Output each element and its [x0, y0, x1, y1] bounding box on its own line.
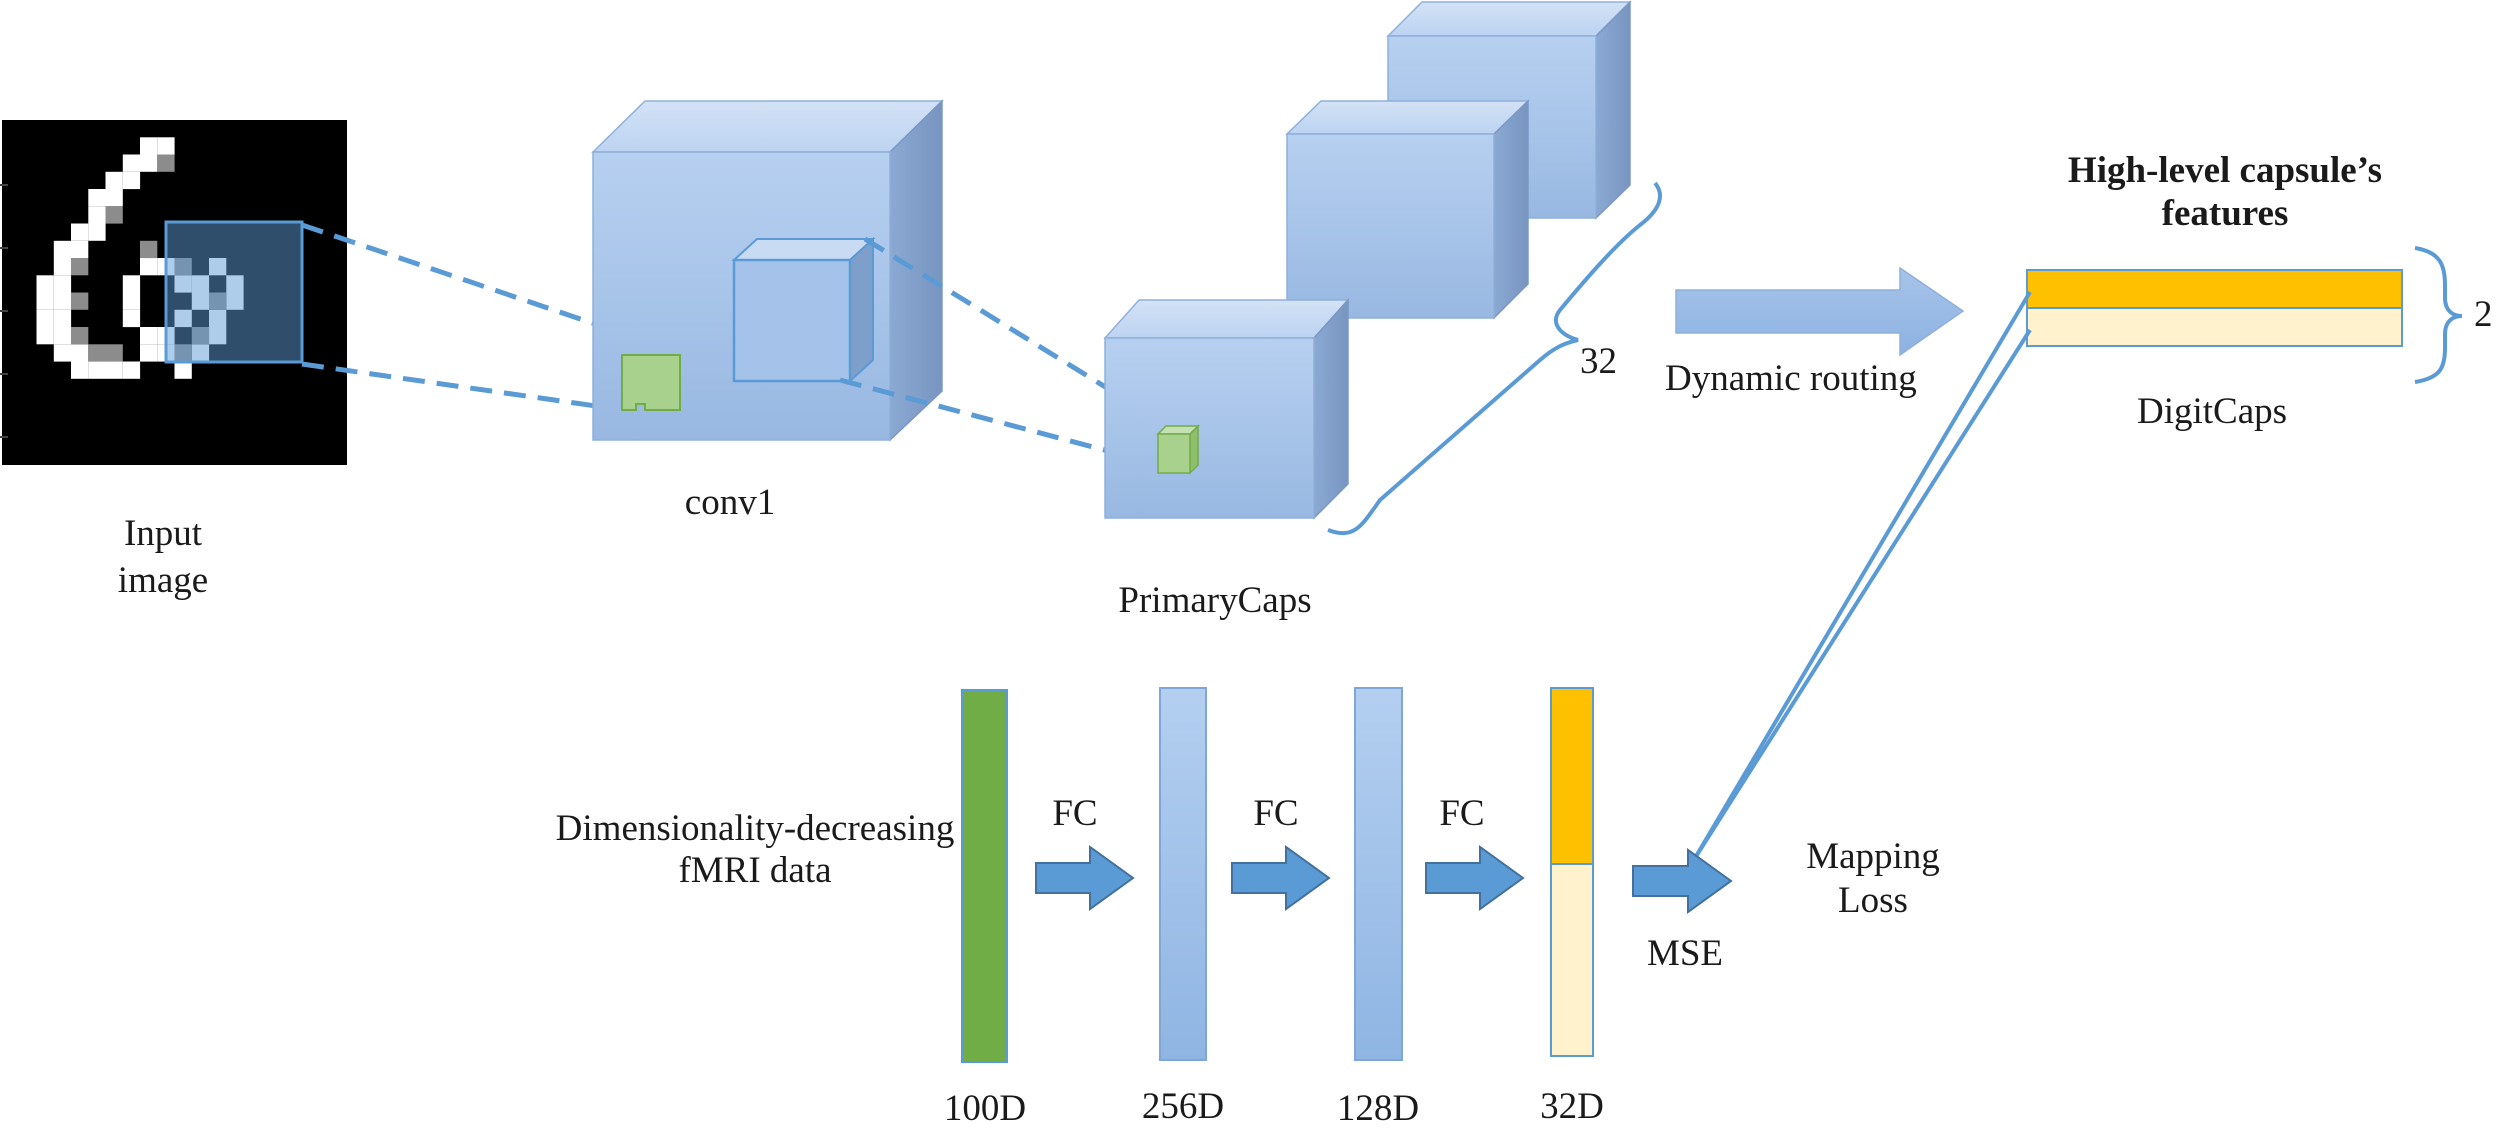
digit-pixel	[88, 344, 106, 362]
primarycaps-cube-front	[1103, 298, 1350, 520]
digit-pixel	[36, 309, 54, 328]
mse-arrow	[1632, 848, 1733, 914]
conv1-inner-cube	[731, 236, 876, 384]
label-fc-2: FC	[1253, 793, 1298, 834]
label-100d: 100D	[944, 1088, 1026, 1128]
layer-32d-bar	[1550, 687, 1594, 1057]
digit-pixel	[140, 258, 158, 276]
digit-pixel	[36, 327, 54, 345]
label-fmri-1: Dimensionality-decreasing	[556, 808, 955, 849]
digit-pixel	[122, 309, 141, 328]
label-mapping-2: Loss	[1838, 880, 1908, 921]
label-256d: 256D	[1142, 1086, 1224, 1127]
label-mapping-1: Mapping	[1806, 836, 1940, 877]
digit-pixel	[140, 344, 158, 362]
fc-arrow-1	[1035, 845, 1135, 911]
digit-pixel	[88, 361, 106, 379]
digit-pixel	[105, 344, 123, 362]
digit-pixel	[71, 361, 89, 379]
label-digitcaps: DigitCaps	[2137, 391, 2287, 432]
digit-pixel	[140, 137, 158, 155]
layer-100d-bar	[961, 689, 1008, 1063]
primarycaps-capsule	[1156, 424, 1200, 475]
digit-pixel	[105, 361, 123, 379]
digit-pixel	[122, 171, 141, 190]
digit-pixel	[53, 327, 72, 345]
label-fc-1: FC	[1052, 793, 1097, 834]
digit-pixel	[105, 171, 123, 190]
digit-pixel	[71, 223, 89, 241]
digitcaps-bar	[2026, 269, 2403, 347]
digit-pixel	[174, 361, 192, 379]
digit-pixel	[53, 275, 72, 293]
conv1-kernel	[621, 354, 681, 411]
label-input-2: image	[118, 560, 208, 601]
primarycaps-brace	[1327, 181, 1662, 536]
digit-pixel	[88, 206, 106, 224]
digit-pixel	[71, 344, 89, 362]
digit-pixel	[71, 258, 89, 276]
digit-pixel	[71, 292, 89, 310]
digit-pixel	[88, 223, 106, 241]
label-fmri-2: fMRI data	[678, 850, 831, 891]
label-mse: MSE	[1647, 933, 1723, 974]
digit-pixel	[53, 344, 72, 362]
digitcaps-brace	[2414, 246, 2463, 384]
label-32: 32	[1580, 341, 1617, 382]
digit-pixel	[36, 275, 54, 293]
digit-pixel	[140, 240, 158, 259]
digit-pixel	[140, 327, 158, 345]
digit-pixel	[88, 189, 106, 207]
primarycaps-cube-middle	[1285, 99, 1530, 320]
label-2: 2	[2474, 294, 2493, 335]
label-input-1: Input	[124, 513, 203, 554]
digit-pixel	[157, 154, 175, 172]
label-conv1: conv1	[685, 482, 775, 523]
label-highlevel-title-2: features	[2162, 193, 2289, 234]
digit-pixel	[122, 292, 141, 310]
digit-pixel	[122, 154, 141, 172]
layer-256d-bar	[1159, 687, 1207, 1061]
digit-pixel	[53, 240, 72, 259]
digit-pixel	[36, 292, 54, 310]
digit-pixel	[53, 258, 72, 276]
input-image	[0, 120, 347, 465]
label-primarycaps: PrimaryCaps	[1118, 580, 1311, 621]
digit-pixel	[53, 309, 72, 328]
label-128d: 128D	[1337, 1088, 1419, 1128]
dynamic-routing-arrow	[1675, 266, 1965, 357]
receptive-field-highlight	[164, 220, 304, 364]
label-32d: 32D	[1540, 1086, 1604, 1127]
label-highlevel-title-1: High-level capsule’s	[2068, 150, 2382, 191]
digit-pixel	[122, 361, 141, 379]
layer-128d-bar	[1354, 687, 1403, 1061]
digit-pixel	[105, 206, 123, 224]
digitcaps-to-mse-arrow	[1693, 290, 2032, 860]
digit-pixel	[71, 327, 89, 345]
fc-arrow-2	[1231, 845, 1331, 911]
digit-pixel	[71, 240, 89, 259]
digit-pixel	[53, 292, 72, 310]
input-to-conv1-lines	[301, 222, 679, 413]
label-dynamic-routing: Dynamic routing	[1665, 358, 1917, 399]
digit-pixel	[122, 275, 141, 293]
label-fc-3: FC	[1439, 793, 1484, 834]
digit-pixel	[157, 137, 175, 155]
fc-arrow-3	[1425, 845, 1525, 911]
digit-pixel	[105, 189, 123, 207]
digit-pixel	[140, 154, 158, 172]
